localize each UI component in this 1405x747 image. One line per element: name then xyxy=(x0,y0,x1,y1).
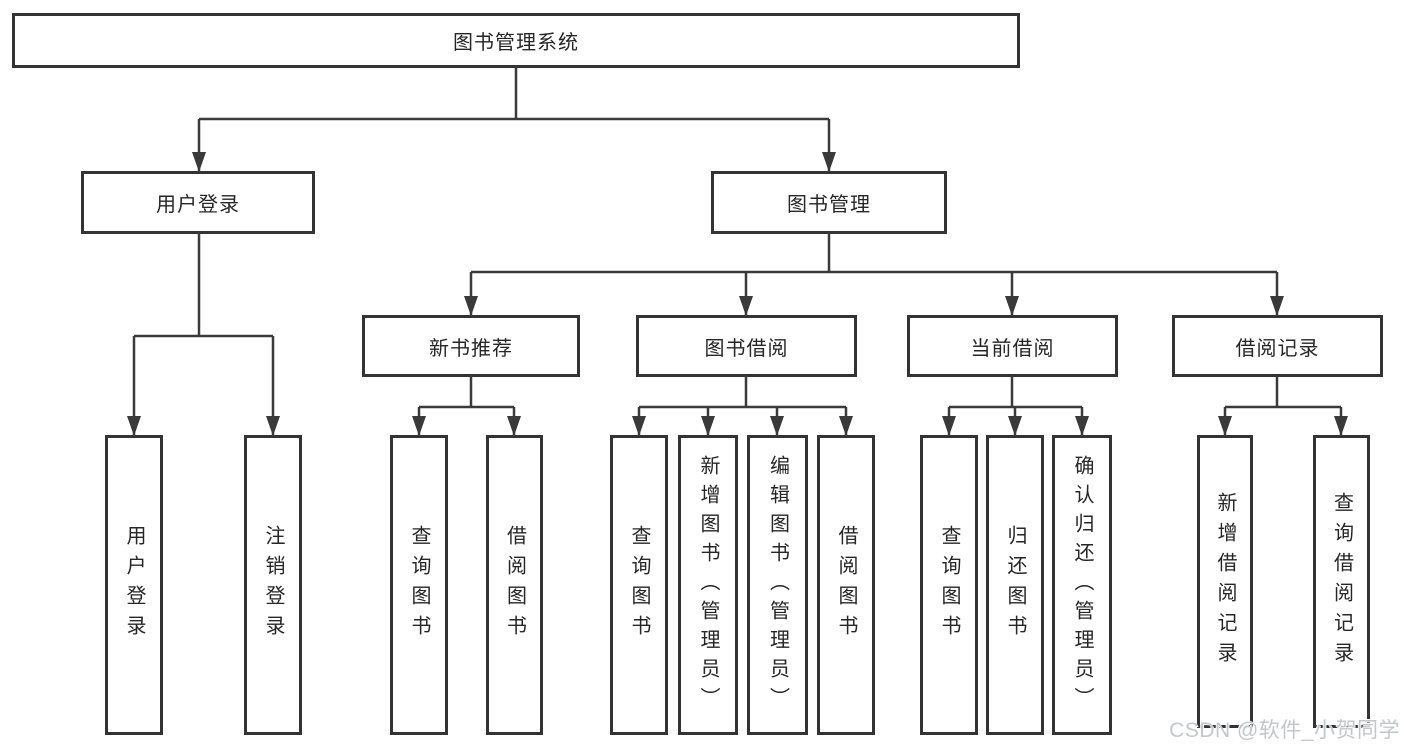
leaf-query-books-borrowing: 查询图书 xyxy=(610,435,668,735)
node-book-management: 图书管理 xyxy=(711,171,947,234)
leaf-return-books: 归还图书 xyxy=(986,435,1044,735)
leaf-borrow-books-recommend: 借阅图书 xyxy=(486,435,543,735)
node-current-borrowing: 当前借阅 xyxy=(907,315,1118,377)
node-user-login: 用户登录 xyxy=(81,171,315,234)
node-root-library-system: 图书管理系统 xyxy=(12,13,1020,68)
node-new-book-recommend: 新书推荐 xyxy=(362,315,580,377)
leaf-add-borrow-record-label: 新增借阅记录 xyxy=(1214,491,1236,672)
csdn-watermark: CSDN @软件_小贺同学 xyxy=(1169,719,1400,742)
node-new-book-recommend-label: 新书推荐 xyxy=(429,337,513,360)
leaf-add-borrow-record: 新增借阅记录 xyxy=(1197,435,1253,728)
node-root-label: 图书管理系统 xyxy=(453,32,579,54)
leaf-edit-books-admin: 编辑图书（管理员） xyxy=(747,435,808,735)
leaf-query-books-recommend: 查询图书 xyxy=(390,435,448,735)
leaf-edit-books-admin-label: 编辑图书（管理员） xyxy=(766,454,789,716)
leaf-query-books-borrowing-label: 查询图书 xyxy=(628,525,650,645)
node-user-login-label: 用户登录 xyxy=(156,194,240,216)
leaf-query-borrow-record: 查询借阅记录 xyxy=(1313,435,1370,728)
leaf-query-books-recommend-label: 查询图书 xyxy=(408,525,430,645)
node-borrowing-records-label: 借阅记录 xyxy=(1235,337,1320,360)
leaf-user-login: 用户登录 xyxy=(105,435,163,735)
leaf-add-books-admin: 新增图书（管理员） xyxy=(678,435,738,735)
leaf-borrow-books-borrowing-label: 借阅图书 xyxy=(835,525,857,645)
leaf-query-books-current-label: 查询图书 xyxy=(938,525,960,645)
leaf-query-books-current: 查询图书 xyxy=(920,435,978,735)
leaf-logout: 注销登录 xyxy=(244,435,302,735)
leaf-query-borrow-record-label: 查询借阅记录 xyxy=(1330,491,1353,672)
node-book-borrowing-label: 图书借阅 xyxy=(704,337,789,360)
leaf-confirm-return-admin: 确认归还（管理员） xyxy=(1052,435,1112,735)
leaf-logout-label: 注销登录 xyxy=(262,525,284,645)
leaf-borrow-books-borrowing: 借阅图书 xyxy=(817,435,875,735)
leaf-borrow-books-recommend-label: 借阅图书 xyxy=(503,525,526,645)
node-borrowing-records: 借阅记录 xyxy=(1172,315,1383,377)
node-book-management-label: 图书管理 xyxy=(787,194,871,216)
node-book-borrowing: 图书借阅 xyxy=(636,315,857,377)
leaf-return-books-label: 归还图书 xyxy=(1004,525,1026,645)
leaf-confirm-return-admin-label: 确认归还（管理员） xyxy=(1071,454,1093,716)
leaf-add-books-admin-label: 新增图书（管理员） xyxy=(697,454,719,716)
node-current-borrowing-label: 当前借阅 xyxy=(970,337,1055,360)
leaf-user-login-label: 用户登录 xyxy=(123,525,145,645)
